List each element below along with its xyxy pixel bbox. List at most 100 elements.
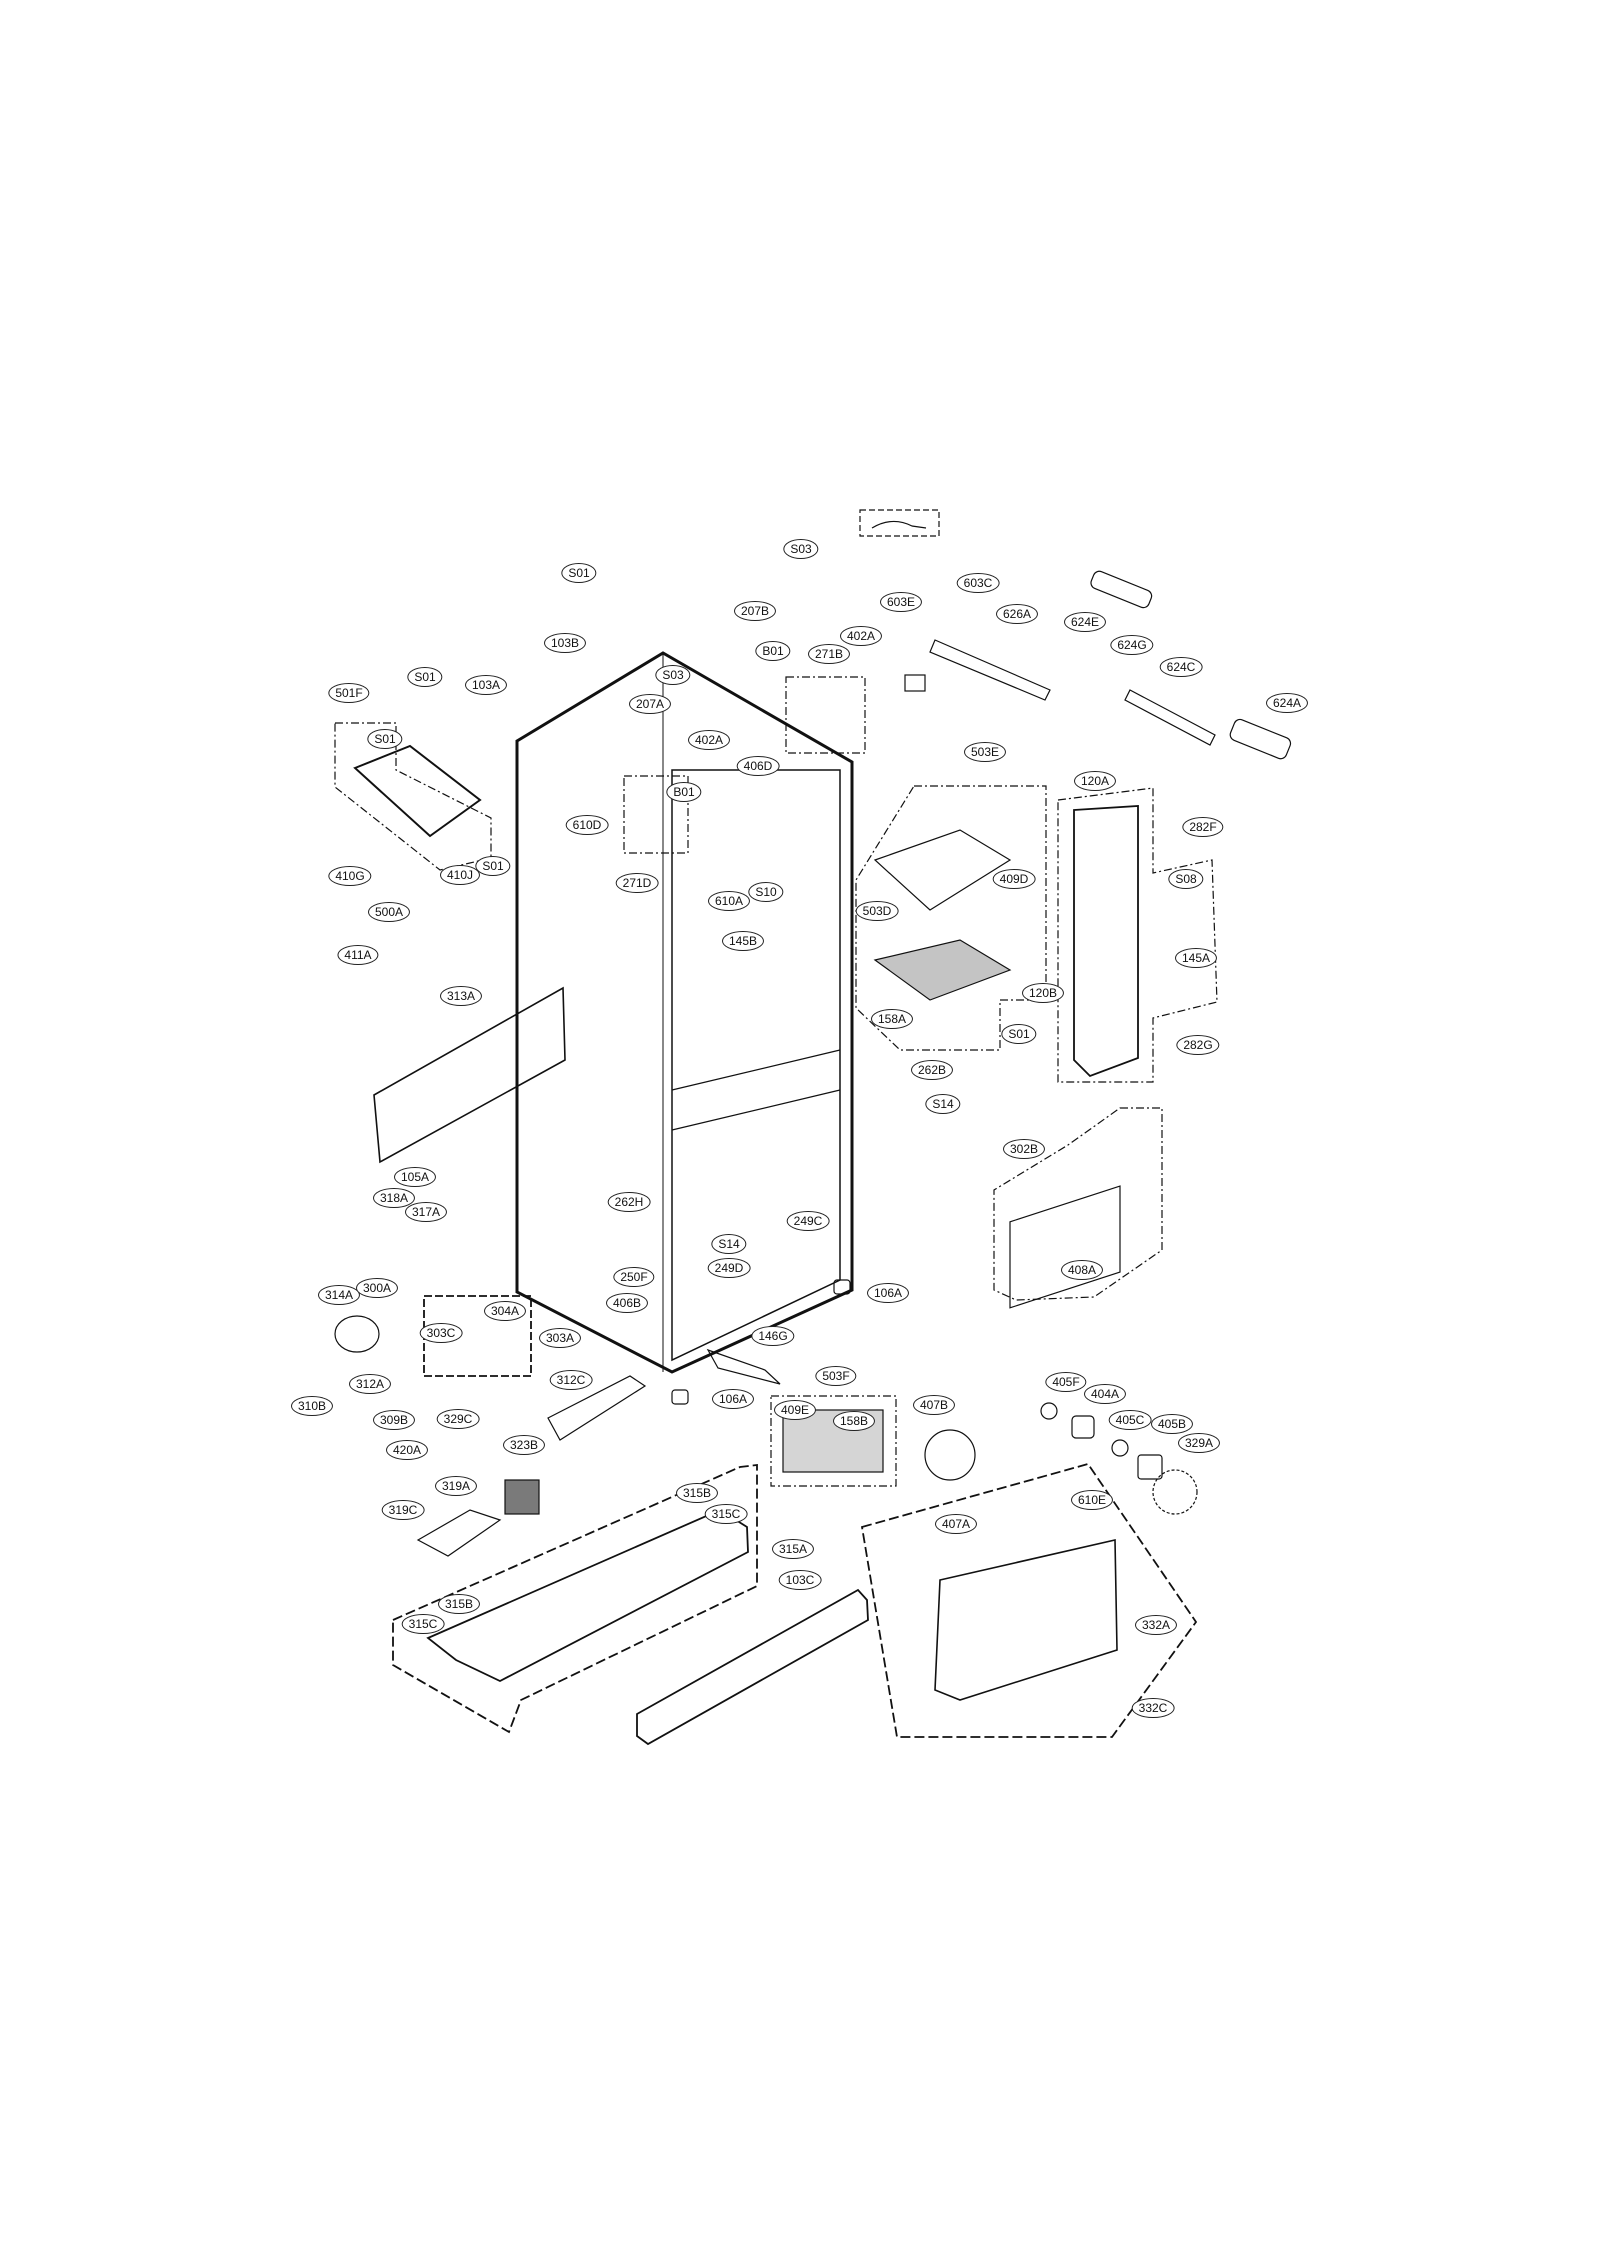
part-callout-271b: 271B [807, 644, 851, 664]
part-callout-s01: S01 [407, 667, 443, 687]
part-callout-317a: 317A [404, 1202, 448, 1222]
part-callout-404a: 404A [1083, 1384, 1127, 1404]
part-callout-s03: S03 [655, 665, 691, 685]
part-callout-323b: 323B [502, 1435, 546, 1455]
cabinet-outline [515, 651, 854, 1374]
base-plate-315A [426, 1508, 749, 1683]
part-callout-158b: 158B [832, 1411, 876, 1431]
part-callout-503f: 503F [815, 1366, 857, 1386]
part-callout-s01: S01 [1001, 1024, 1037, 1044]
part-callout-603e: 603E [879, 592, 923, 612]
part-callout-207a: 207A [628, 694, 672, 714]
part-callout-406d: 406D [736, 756, 780, 776]
part-callout-249d: 249D [707, 1258, 751, 1278]
part-callout-319a: 319A [434, 1476, 478, 1496]
part-callout-s10: S10 [748, 882, 784, 902]
part-callout-315c: 315C [704, 1504, 748, 1524]
part-callout-282g: 282G [1176, 1035, 1220, 1055]
wire-harness-box [859, 509, 940, 537]
part-callout-329c: 329C [436, 1409, 480, 1429]
part-callout-410g: 410G [328, 866, 372, 886]
part-square-small [904, 674, 926, 692]
part-callout-314a: 314A [317, 1285, 361, 1305]
tray-158A [873, 939, 1012, 1001]
compressor-300A [334, 1315, 380, 1353]
fan-housing-407B [924, 1429, 976, 1481]
part-callout-315b: 315B [675, 1483, 719, 1503]
part-callout-250f: 250F [613, 1267, 655, 1287]
grille-103C [636, 1588, 869, 1746]
part-callout-409d: 409D [992, 869, 1036, 889]
part-callout-249c: 249C [786, 1211, 830, 1231]
part-callout-624g: 624G [1110, 635, 1154, 655]
part-callout-312a: 312A [348, 1374, 392, 1394]
part-callout-603c: 603C [956, 573, 1000, 593]
part-callout-262b: 262B [910, 1060, 954, 1080]
part-callout-318a: 318A [372, 1188, 416, 1208]
part-callout-402a: 402A [839, 626, 883, 646]
part-callout-262h: 262H [607, 1192, 651, 1212]
filter-head-626A [929, 639, 1051, 701]
part-callout-411a: 411A [337, 945, 379, 965]
part-callout-409e: 409E [773, 1400, 817, 1420]
tray-501F [353, 744, 482, 838]
part-callout-120a: 120A [1073, 771, 1117, 791]
part-callout-420a: 420A [385, 1440, 429, 1460]
part-callout-315a: 315A [771, 1539, 815, 1559]
part-callout-332c: 332C [1131, 1698, 1175, 1718]
group-315A [392, 1463, 758, 1734]
cover-313A [373, 986, 566, 1164]
part-callout-406b: 406B [605, 1293, 649, 1313]
part-callout-145a: 145A [1174, 948, 1218, 968]
part-405F [1040, 1402, 1058, 1420]
leg-106A-left [671, 1389, 689, 1405]
part-callout-405b: 405B [1150, 1414, 1194, 1434]
part-callout-503d: 503D [855, 901, 899, 921]
part-callout-271d: 271D [615, 873, 659, 893]
part-callout-s01: S01 [475, 856, 511, 876]
part-callout-105a: 105A [393, 1167, 437, 1187]
part-callout-145b: 145B [721, 931, 765, 951]
part-callout-405f: 405F [1045, 1372, 1087, 1392]
part-callout-407a: 407A [934, 1514, 978, 1534]
part-callout-207b: 207B [733, 601, 777, 621]
fan-329A [1152, 1469, 1198, 1515]
part-callout-624c: 624C [1159, 657, 1203, 677]
part-callout-408a: 408A [1060, 1260, 1104, 1280]
part-callout-s01: S01 [367, 729, 403, 749]
part-callout-103a: 103A [464, 675, 508, 695]
part-callout-b01: B01 [755, 641, 791, 661]
part-callout-626a: 626A [995, 604, 1039, 624]
duct-120A [1073, 805, 1139, 1078]
part-callout-b01: B01 [666, 782, 702, 802]
part-callout-s03: S03 [783, 539, 819, 559]
filter-624A [1229, 718, 1292, 760]
part-callout-310b: 310B [290, 1396, 334, 1416]
group-503F [770, 1395, 897, 1487]
cover-503D [873, 829, 1012, 911]
group-271B [785, 676, 866, 754]
part-callout-313a: 313A [439, 986, 483, 1006]
filter-housing-624C [1124, 689, 1216, 746]
part-405C [1111, 1439, 1129, 1457]
part-callout-407b: 407B [912, 1395, 956, 1415]
group-503E [855, 785, 1047, 1051]
group-271D [623, 775, 689, 854]
part-callout-302b: 302B [1002, 1139, 1046, 1159]
drain-pan-319A [416, 1509, 502, 1557]
group-120A [1057, 787, 1218, 1083]
evaporator-408A [1009, 1185, 1121, 1309]
part-callout-312c: 312C [549, 1370, 593, 1390]
part-callout-304a: 304A [483, 1301, 527, 1321]
part-callout-103b: 103B [543, 633, 587, 653]
part-callout-402a: 402A [687, 730, 731, 750]
part-callout-309b: 309B [372, 1410, 416, 1430]
part-callout-319c: 319C [381, 1500, 425, 1520]
leg-106A-right [833, 1279, 851, 1295]
duct-332A [934, 1539, 1118, 1701]
part-callout-103c: 103C [778, 1570, 822, 1590]
part-callout-624a: 624A [1265, 693, 1309, 713]
part-callout-s01: S01 [561, 563, 597, 583]
